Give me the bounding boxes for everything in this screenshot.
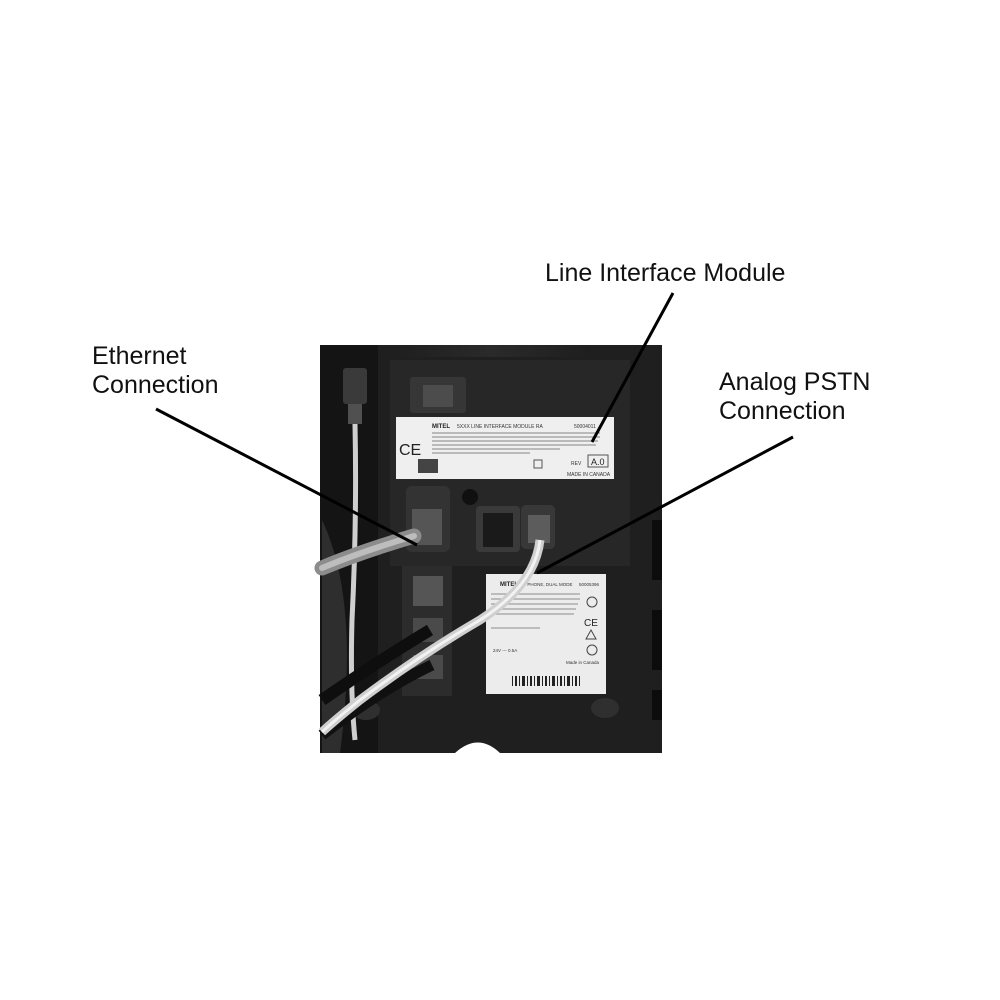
pstn-callout-line	[536, 435, 794, 575]
lim-label-logo	[418, 459, 438, 473]
ethernet-callout-label: Ethernet Connection	[92, 342, 219, 399]
handset-plug	[343, 368, 367, 404]
lim-label-title: 5XXX LINE INTERFACE MODULE RA	[457, 424, 544, 430]
phone-label-origin: Made in Canada	[566, 660, 600, 665]
lim-screw-hole	[462, 489, 478, 505]
pstn-jack	[528, 515, 550, 543]
lim-center-jack	[483, 513, 513, 547]
lim-label-ce-mark: CE	[399, 442, 421, 459]
pstn-callout-label: Analog PSTN Connection	[719, 368, 871, 425]
barcode-icon	[512, 676, 580, 686]
phone-label-ce-mark: CE	[584, 618, 598, 629]
lim-label-fine-print	[432, 432, 600, 454]
phone-label-power: 24V --- 0.5A	[493, 648, 517, 653]
lim-label-rev: REV	[571, 461, 582, 467]
phone-label-title: IP PHONE, DUAL MODE	[522, 582, 573, 587]
lim-callout-label: Line Interface Module	[545, 259, 786, 287]
lim-regulatory-label: MITEL 5XXX LINE INTERFACE MODULE RA 5000…	[396, 417, 614, 479]
line-interface-module: MITEL 5XXX LINE INTERFACE MODULE RA 5000…	[390, 360, 630, 566]
phone-label-brand: MITEL	[500, 582, 518, 588]
warning-triangle-icon	[585, 628, 597, 640]
rubber-foot	[591, 698, 619, 718]
phone-lan-jack	[413, 576, 443, 606]
lim-label-rev-value: A.0	[591, 457, 605, 467]
lim-label-brand: MITEL	[432, 424, 450, 430]
lim-top-jack	[423, 385, 453, 407]
lim-label-origin: MADE IN CANADA	[567, 472, 611, 478]
phone-regulatory-label: MITEL IP PHONE, DUAL MODE 50005396 CE 24…	[486, 574, 606, 694]
lim-callout-line	[590, 292, 675, 443]
ethernet-callout-line	[155, 407, 418, 547]
callout-lines	[155, 292, 794, 575]
lim-label-part-number: 50004011	[574, 424, 596, 430]
phone-label-part-number: 50005396	[579, 582, 600, 587]
phone-base-panel: MITEL IP PHONE, DUAL MODE 50005396 CE 24…	[402, 566, 606, 696]
